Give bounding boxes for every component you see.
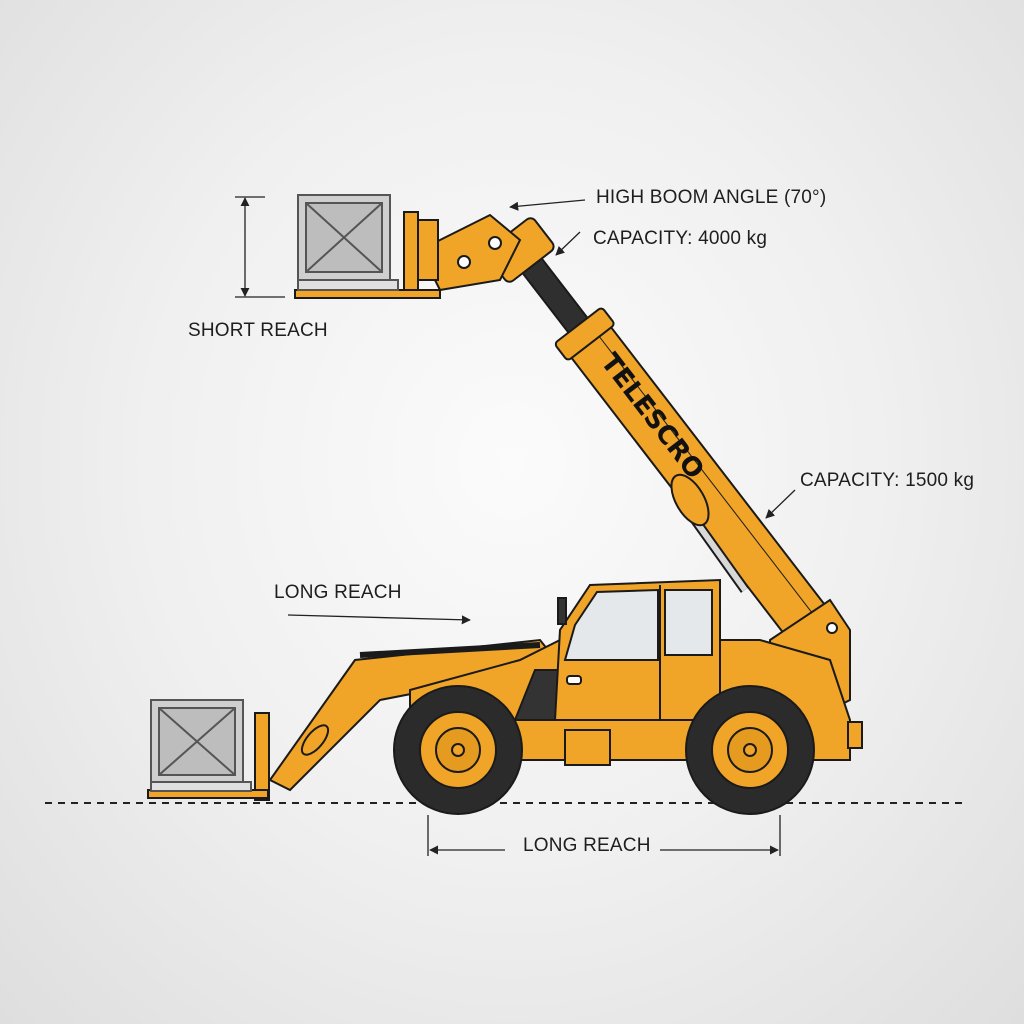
cab bbox=[553, 578, 721, 721]
capacity-extended-leader bbox=[765, 489, 796, 519]
long-reach-ground-label: LONG REACH bbox=[523, 835, 651, 856]
capacity-high-label: CAPACITY: 4000 kg bbox=[593, 228, 768, 249]
long-reach-boom-leader bbox=[287, 614, 471, 625]
capacity-high-leader bbox=[555, 231, 581, 256]
high-boom-angle-label: HIGH BOOM ANGLE (70°) bbox=[596, 187, 827, 208]
high-angle-leader bbox=[509, 199, 586, 211]
short-reach-label: SHORT REACH bbox=[188, 320, 328, 341]
capacity-extended-label: CAPACITY: 1500 kg bbox=[800, 470, 975, 491]
raised-fork-carriage bbox=[294, 211, 441, 299]
front-wheel bbox=[393, 685, 523, 815]
raised-crate bbox=[297, 194, 399, 291]
annotation-lines bbox=[235, 196, 796, 856]
boom-brand-text: TELESCRO bbox=[594, 348, 709, 485]
rear-wheel bbox=[685, 685, 815, 815]
ground-crate bbox=[150, 699, 252, 792]
long-reach-boom-label: LONG REACH bbox=[274, 582, 402, 603]
